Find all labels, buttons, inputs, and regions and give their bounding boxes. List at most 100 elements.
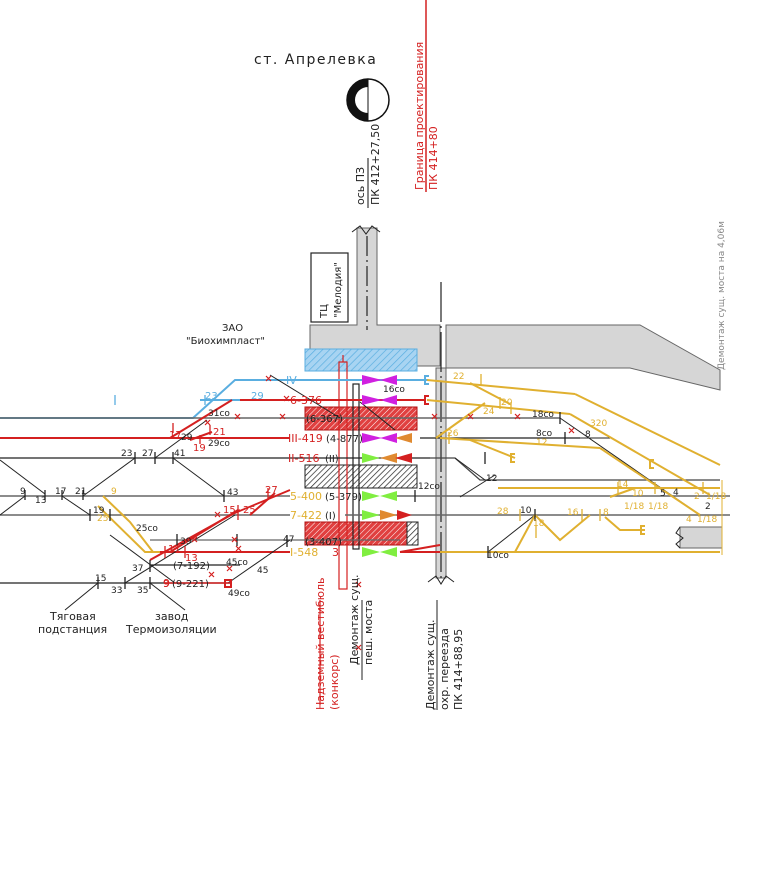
- svg-text:29: 29: [181, 433, 193, 443]
- signal-green: [380, 491, 397, 501]
- svg-text:25: 25: [243, 505, 256, 516]
- svg-text:1/18: 1/18: [648, 502, 668, 512]
- svg-text:320: 320: [590, 419, 607, 429]
- svg-text:14: 14: [617, 480, 629, 490]
- track-II: II-516: [288, 452, 319, 465]
- switch-numbers-black: 23 27 41 9 13 17 21 43 19 29 25co 39 47 …: [20, 385, 711, 599]
- svg-text:12: 12: [486, 474, 497, 484]
- svg-text:8: 8: [603, 508, 609, 518]
- svg-text:25: 25: [97, 514, 108, 524]
- svg-text:10: 10: [632, 489, 644, 499]
- signal-magenta: [380, 395, 397, 405]
- svg-text:4: 4: [673, 488, 679, 498]
- mall-box: [310, 252, 349, 323]
- svg-text:16co: 16co: [383, 385, 405, 395]
- signal-magenta: [362, 375, 382, 385]
- track-I: I-548: [290, 546, 318, 559]
- svg-text:8: 8: [585, 430, 591, 440]
- svg-text:19: 19: [193, 443, 206, 454]
- svg-text:13: 13: [35, 496, 46, 506]
- svg-text:35: 35: [137, 586, 148, 596]
- svg-text:49co: 49co: [228, 589, 250, 599]
- signal-green: [362, 491, 380, 501]
- svg-text:29: 29: [251, 391, 264, 402]
- axis-pk: ПК 412+27,50: [369, 124, 382, 205]
- signal-magenta: [380, 375, 397, 385]
- svg-text:24: 24: [483, 407, 495, 417]
- track-7-old: (I): [325, 511, 336, 522]
- svg-text:45: 45: [257, 566, 268, 576]
- svg-text:27: 27: [142, 449, 153, 459]
- signal-magenta: [362, 433, 382, 443]
- track-I-num: 3: [332, 546, 339, 559]
- switch-numbers-yellow-extra: 1/18 1/18 1/18: [648, 492, 726, 525]
- signal-orange: [380, 453, 397, 463]
- track-5: 5-400: [290, 490, 322, 503]
- svg-text:15: 15: [223, 505, 236, 516]
- svg-text:16: 16: [567, 508, 579, 518]
- track-III-old: (4-877): [326, 434, 363, 445]
- bridge-label: Демонтаж сущ.: [348, 574, 361, 665]
- signal-green: [380, 547, 397, 557]
- svg-text:37: 37: [132, 564, 143, 574]
- concourse-columns: [319, 355, 360, 705]
- svg-text:19: 19: [93, 506, 105, 516]
- track-9: 9: [163, 577, 170, 590]
- crossing-label: Демонтаж сущ.: [424, 619, 437, 710]
- svg-text:28: 28: [497, 507, 509, 517]
- axis-label: ось ПЗ: [354, 167, 367, 205]
- right-note: Демонтаж сущ. моста на 4,06м: [717, 221, 727, 370]
- svg-text:31co: 31co: [208, 409, 230, 419]
- svg-text:9: 9: [20, 487, 26, 497]
- signal-magenta: [362, 395, 382, 405]
- svg-text:27: 27: [265, 485, 278, 496]
- signal-magenta: [380, 433, 397, 443]
- svg-text:12co: 12co: [418, 482, 440, 492]
- svg-text:23: 23: [205, 391, 218, 402]
- track-5-old: (5-379): [325, 492, 362, 503]
- plant-label-2: Термоизоляции: [125, 623, 217, 636]
- svg-text:39: 39: [180, 537, 192, 547]
- signal-red: [395, 453, 412, 463]
- svg-text:21: 21: [213, 427, 226, 438]
- svg-text:1/18: 1/18: [706, 492, 726, 502]
- svg-text:29co: 29co: [208, 439, 230, 449]
- svg-text:41: 41: [174, 449, 185, 459]
- svg-text:1/18: 1/18: [624, 502, 644, 512]
- svg-text:43: 43: [227, 488, 238, 498]
- station-axis-marker: [346, 78, 390, 208]
- svg-text:22: 22: [453, 372, 464, 382]
- track-6-old: (6-367): [306, 414, 343, 425]
- boundary-pk: ПК 414+80: [427, 126, 440, 190]
- hatched-zone-black: [304, 464, 418, 489]
- switch-ticks: [24, 374, 704, 589]
- svg-text:2: 2: [705, 502, 711, 512]
- plant-label-1: завод: [155, 610, 189, 623]
- concourse-label: Надземный вестибюль: [314, 578, 327, 710]
- zao-name: "Биохимпласт": [186, 336, 265, 347]
- crossing-pk: ПК 414+88,95: [452, 629, 465, 710]
- svg-text:23: 23: [121, 449, 132, 459]
- signal-green: [362, 547, 380, 557]
- track-6: 6-376: [290, 394, 322, 407]
- signal-orange: [380, 510, 397, 520]
- svg-text:12: 12: [536, 438, 547, 448]
- traction-label-1: Тяговая: [49, 610, 96, 623]
- svg-text:47: 47: [283, 535, 294, 545]
- svg-text:5: 5: [660, 489, 666, 499]
- svg-text:17: 17: [169, 430, 182, 441]
- svg-text:2: 2: [694, 492, 700, 502]
- track-7-192: (7-192): [173, 561, 210, 572]
- svg-text:10: 10: [520, 506, 532, 516]
- signal-green: [362, 510, 380, 520]
- hatched-zone-blue: [304, 348, 418, 372]
- signal-red: [397, 510, 412, 520]
- switch-numbers-red: 17 19 21 27 15 25 11 13 9: [163, 427, 278, 590]
- station-name: ст. Апрелевка: [254, 52, 377, 68]
- signal-orange: [395, 433, 412, 443]
- svg-text:10co: 10co: [487, 551, 509, 561]
- demolition-marks: [191, 375, 575, 651]
- track-7: 7-422: [290, 509, 322, 522]
- svg-text:20: 20: [501, 398, 513, 408]
- svg-text:15: 15: [95, 574, 106, 584]
